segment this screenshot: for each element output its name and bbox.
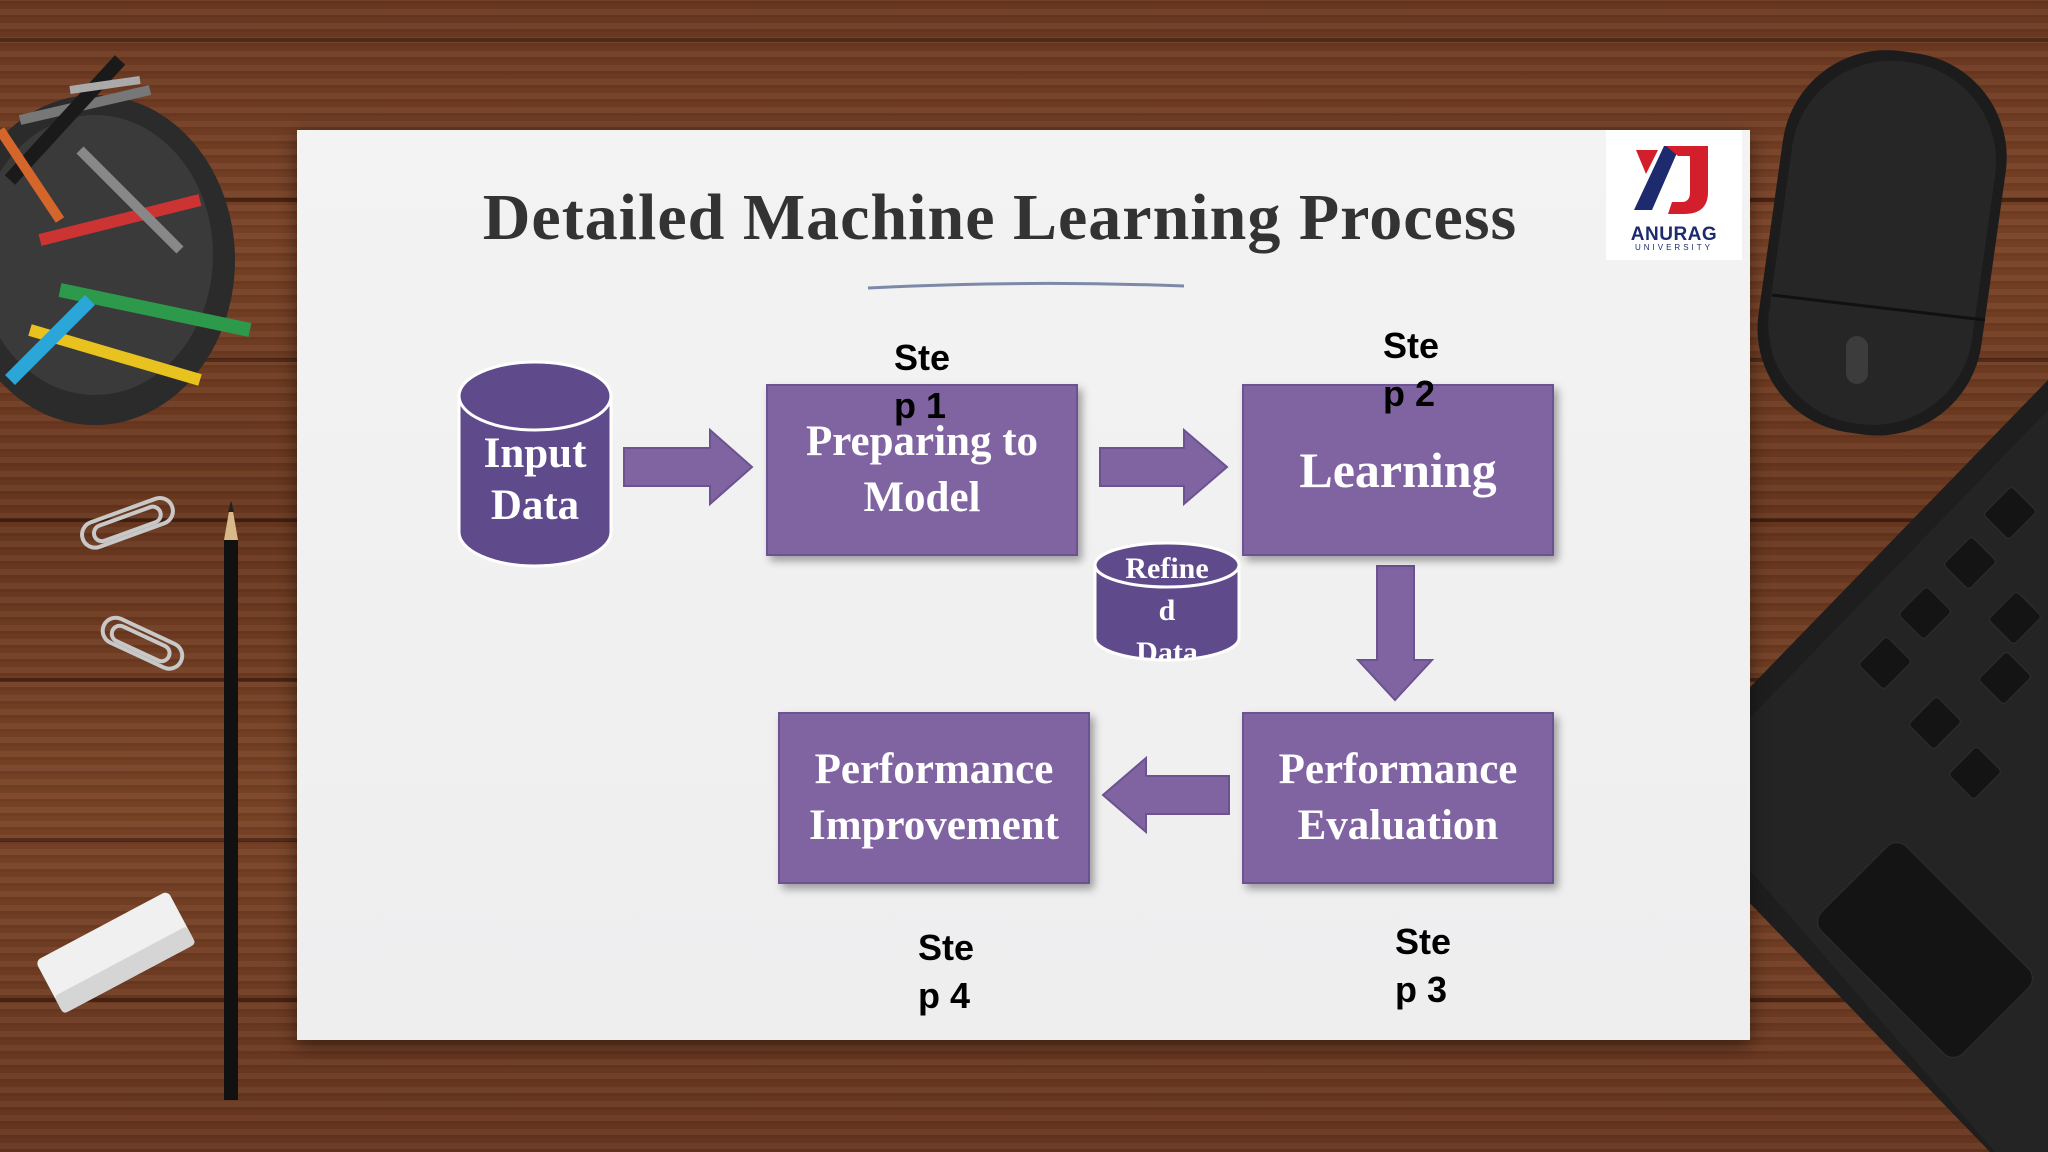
slide-title: Detailed Machine Learning Process — [482, 181, 1518, 254]
arrow-left — [1101, 755, 1230, 835]
step-3-label: Ste p 3 — [1395, 921, 1452, 1010]
laptop-icon — [1660, 380, 2048, 1152]
title-underline — [867, 281, 1185, 290]
pencil-icon — [224, 500, 238, 1100]
arrow-right-1 — [623, 427, 754, 507]
computer-mouse-icon — [1757, 50, 2007, 436]
performance-evaluation-box: Performance Evaluation — [1242, 712, 1554, 884]
logo-mark-icon — [1634, 146, 1708, 214]
eraser-icon — [37, 892, 195, 1013]
step-1-label: Ste p 1 — [894, 337, 951, 426]
step-2-label: Ste p 2 — [1383, 325, 1440, 414]
pen-holder-icon — [0, 55, 252, 425]
refined-data-label: Refine d Data — [1125, 552, 1209, 660]
logo-subtitle: UNIVERSITY — [1634, 243, 1713, 252]
refined-data-cylinder — [1093, 541, 1241, 662]
slide-paper — [297, 130, 1750, 1040]
learning-label: Learning — [1299, 441, 1497, 498]
paperclip-icon — [80, 496, 185, 671]
input-data-cylinder — [457, 360, 613, 568]
preparing-to-model-label: Preparing to Model — [805, 418, 1039, 521]
performance-improvement-label: Performance Improvement — [808, 746, 1059, 849]
logo-wordmark: ANURAG — [1630, 224, 1718, 245]
preparing-to-model-box: Preparing to Model — [766, 384, 1078, 556]
arrow-down — [1355, 565, 1435, 702]
learning-box: Learning — [1242, 384, 1554, 556]
university-logo: ANURAG UNIVERSITY — [1606, 130, 1742, 260]
performance-improvement-box: Performance Improvement — [778, 712, 1090, 884]
input-data-label: Input Data — [483, 430, 587, 529]
performance-evaluation-label: Performance Evaluation — [1278, 746, 1518, 849]
arrow-right-2 — [1099, 427, 1229, 507]
step-4-label: Ste p 4 — [918, 927, 975, 1016]
